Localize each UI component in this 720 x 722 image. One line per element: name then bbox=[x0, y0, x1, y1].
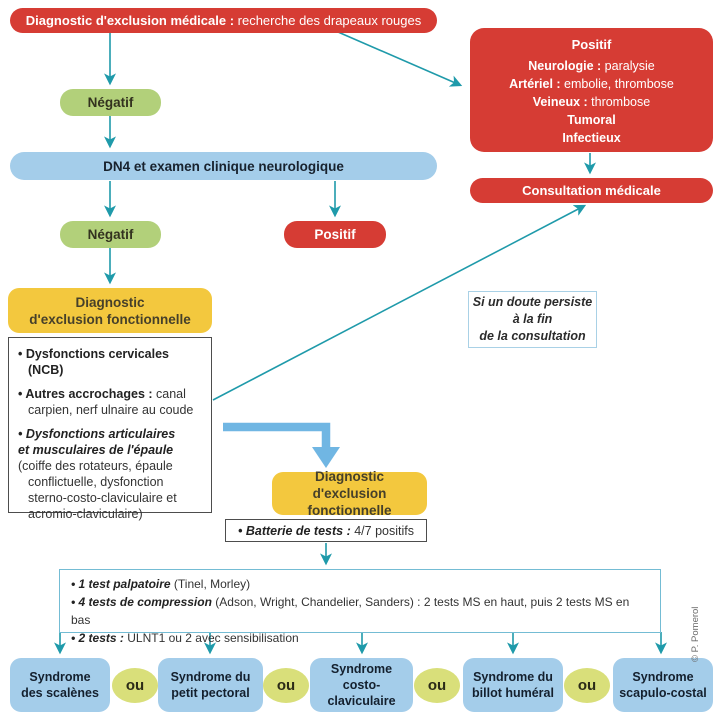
positif-small-label: Positif bbox=[314, 227, 356, 242]
node-syndrome-petit-pectoral: Syndrome du petit pectoral bbox=[158, 658, 263, 712]
medical-exclusion-label-rest: recherche des drapeaux rouges bbox=[234, 13, 422, 28]
node-functional-exclusion-2: Diagnostic d'exclusion fonctionnelle bbox=[272, 469, 427, 518]
redflag-neurologie: Neurologie : paralysie bbox=[528, 59, 655, 73]
dysfunction-item-articulaires: • Dysfonctions articulaires et musculair… bbox=[18, 427, 177, 521]
redflag-arteriel: Artériel : embolie, thrombose bbox=[509, 77, 674, 91]
doubt-line1: Si un doute persiste bbox=[472, 295, 593, 309]
node-positif-small: Positif bbox=[284, 221, 386, 248]
thick-elbow-arrow bbox=[223, 422, 340, 468]
negatif-2-label: Négatif bbox=[87, 227, 134, 242]
func2-line1: Diagnostic bbox=[314, 469, 384, 484]
node-functional-exclusion-1: Diagnostic d'exclusion fonctionnelle bbox=[8, 288, 212, 333]
negatif-1-label: Négatif bbox=[87, 95, 134, 110]
doubt-line2: à la fin bbox=[512, 312, 553, 326]
panel-dysfunctions: • Dysfonctions cervicales (NCB) • Autres… bbox=[8, 337, 212, 521]
node-dn4-exam: DN4 et examen clinique neurologique bbox=[10, 152, 437, 180]
redflag-veineux: Veineux : thrombose bbox=[532, 95, 651, 109]
dysfunction-item-cervical: • Dysfonctions cervicales (NCB) bbox=[18, 347, 169, 377]
or-connector-2: ou bbox=[263, 668, 309, 703]
doubt-line3: de la consultation bbox=[479, 329, 586, 343]
test-item-compression: • 4 tests de compression (Adson, Wright,… bbox=[71, 595, 630, 627]
test-item-palpatoire: • 1 test palpatoire (Tinel, Morley) bbox=[71, 577, 251, 591]
node-redflags-positif: Positif Neurologie : paralysie Artériel … bbox=[470, 28, 713, 152]
func1-line1: Diagnostic bbox=[75, 294, 145, 310]
node-syndrome-billot-humeral: Syndrome du billot huméral bbox=[463, 658, 563, 712]
test-item-ulnt: • 2 tests : ULNT1 ou 2 avec sensibilisat… bbox=[71, 631, 299, 645]
or-connector-4: ou bbox=[564, 668, 610, 703]
dn4-label: DN4 et examen clinique neurologique bbox=[103, 158, 344, 174]
credit-author: © P. Pomerol bbox=[690, 606, 701, 662]
or-connector-1: ou bbox=[112, 668, 158, 703]
node-medical-exclusion: Diagnostic d'exclusion médicale : recher… bbox=[10, 8, 437, 33]
or-connector-3: ou bbox=[414, 668, 460, 703]
func1-line2: d'exclusion fonctionnelle bbox=[29, 311, 191, 327]
node-battery-tests: • Batterie de tests : 4/7 positifs bbox=[225, 519, 427, 542]
note-doubt-persists: Si un doute persiste à la fin de la cons… bbox=[468, 291, 597, 348]
node-syndrome-scapulo-costal: Syndrome scapulo-costal bbox=[613, 658, 713, 712]
medical-exclusion-label-bold: Diagnostic d'exclusion médicale : bbox=[25, 13, 235, 28]
node-consultation: Consultation médicale bbox=[470, 178, 713, 203]
node-syndrome-scalenes: Syndrome des scalènes bbox=[10, 658, 110, 712]
redflag-infectieux: Infectieux bbox=[562, 131, 621, 145]
node-negatif-2: Négatif bbox=[60, 221, 161, 248]
arrow-medical-to-redflags bbox=[337, 31, 463, 87]
dysfunction-item-accrochages: • Autres accrochages : canal carpien, ne… bbox=[18, 387, 194, 417]
func2-line2: d'exclusion fonctionnelle bbox=[307, 486, 392, 518]
node-negatif-1: Négatif bbox=[60, 89, 161, 116]
arrow-dysf-to-consult bbox=[212, 204, 587, 401]
panel-test-details: • 1 test palpatoire (Tinel, Morley) • 4 … bbox=[59, 569, 661, 645]
redflag-tumoral: Tumoral bbox=[567, 113, 616, 127]
consultation-label: Consultation médicale bbox=[522, 183, 661, 198]
node-syndrome-costo-claviculaire: Syndrome costo- claviculaire bbox=[310, 658, 413, 712]
redflags-title: Positif bbox=[571, 37, 612, 52]
